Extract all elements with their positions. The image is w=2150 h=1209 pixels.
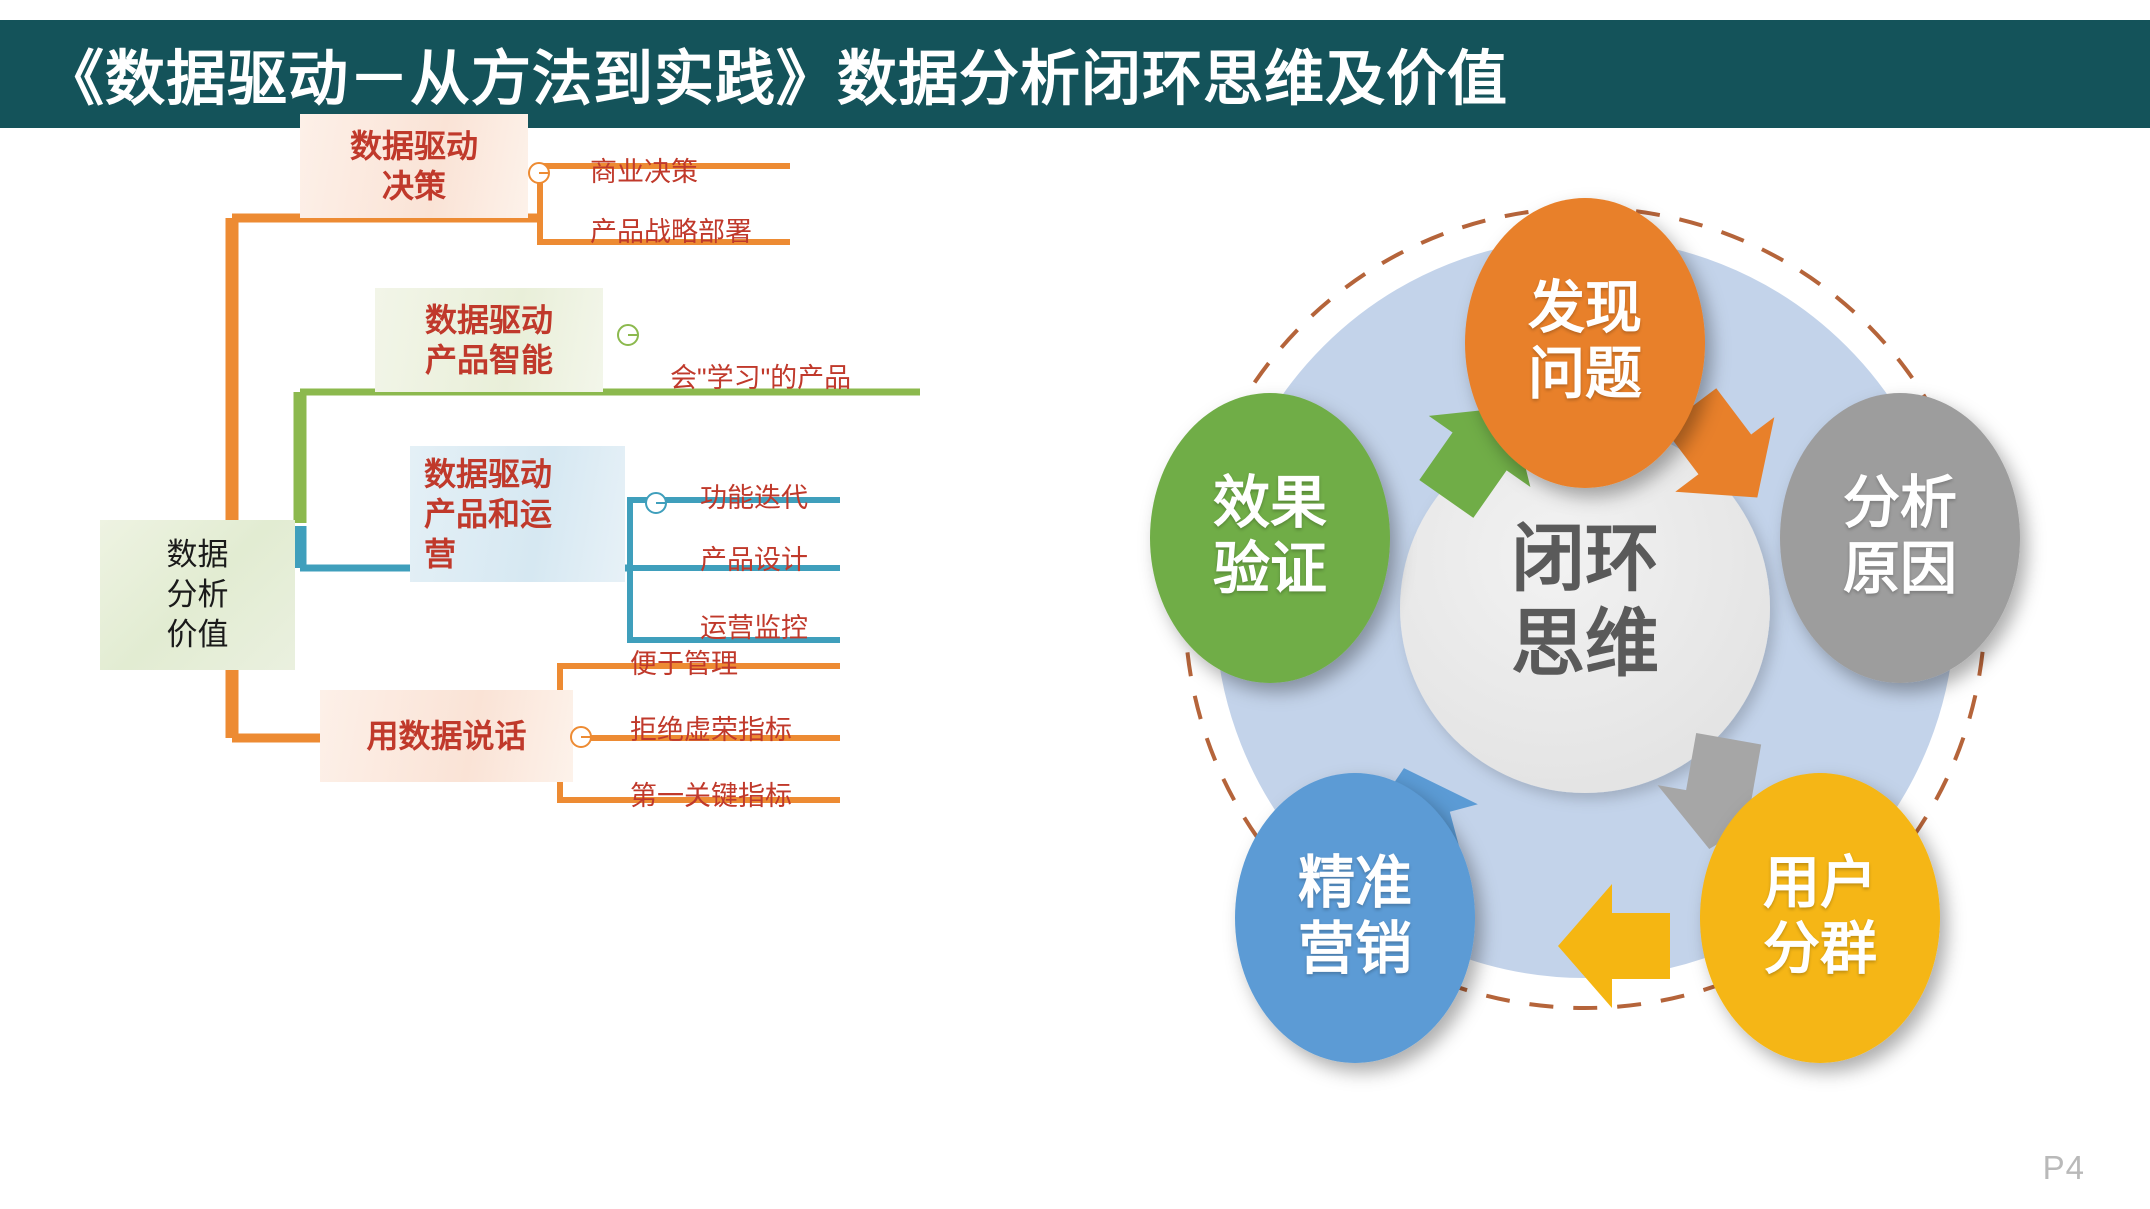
cycle-node-precise-marketing[interactable] (1235, 773, 1475, 1063)
mindmap-branch-node-3[interactable]: 数据驱动 产品和运 营 (410, 446, 625, 582)
cycle-node-user-segmentation[interactable] (1700, 773, 1940, 1063)
connector-leaf-3-1 (627, 497, 840, 568)
mindmap-branch-label-4: 用数据说话 (366, 718, 527, 754)
mindmap-leaf-4-3[interactable]: 第一关键指标 (630, 781, 792, 811)
page-title: 《数据驱动－从方法到实践》数据分析闭环思维及价值 (44, 45, 1508, 113)
connector-leaf-3-3 (627, 568, 840, 643)
mindmap-branch-label-2: 数据驱动 产品智能 (424, 302, 553, 378)
cycle-graphics (1150, 198, 2020, 1063)
mindmap-leaf-2-1[interactable]: 会"学习"的产品 (670, 363, 852, 393)
mindmap-leaf-1-2[interactable]: 产品战略部署 (590, 217, 752, 247)
collapse-minus-icon[interactable] (570, 726, 592, 748)
mindmap-leaf-4-2[interactable]: 拒绝虚荣指标 (630, 715, 792, 745)
mindmap-branch-label-3: 数据驱动 产品和运 营 (424, 456, 553, 572)
mindmap-branch-node-1[interactable]: 数据驱动 决策 (300, 114, 528, 218)
minus-glyph (628, 334, 637, 336)
collapse-minus-icon[interactable] (617, 324, 639, 346)
mindmap-diagram: 数据 分析 价值 数据驱动 决策 商业决策 产品战略部署 数据驱动 产品智能 会… (0, 114, 1020, 1209)
mindmap-leaf-4-1[interactable]: 便于管理 (630, 649, 738, 679)
mindmap-branch-node-2[interactable]: 数据驱动 产品智能 (375, 288, 603, 392)
mindmap-branch-label-1: 数据驱动 决策 (349, 128, 478, 204)
connector-leaf-1-2 (537, 218, 790, 245)
minus-glyph (539, 172, 548, 174)
title-bar: 《数据驱动－从方法到实践》数据分析闭环思维及价值 (0, 20, 2150, 128)
collapse-minus-icon[interactable] (528, 162, 550, 184)
mindmap-root-node[interactable]: 数据 分析 价值 (100, 520, 295, 670)
minus-glyph (656, 502, 665, 504)
yellow-arrow-bottom (1558, 884, 1670, 1008)
minus-glyph (581, 736, 590, 738)
cycle-node-effect-validation[interactable] (1150, 393, 1390, 683)
mindmap-branch-node-4[interactable]: 用数据说话 (320, 690, 573, 782)
closed-loop-cycle-diagram: 发现 问题 分析 原因 用户 分群 精准 营销 效果 验证 闭环 思维 (1020, 128, 2150, 1209)
slide-content: 数据 分析 价值 数据驱动 决策 商业决策 产品战略部署 数据驱动 产品智能 会… (0, 114, 2150, 1209)
mindmap-root-label: 数据 分析 价值 (166, 536, 229, 653)
cycle-center-circle (1400, 423, 1770, 793)
orange-arrow-top-right (1663, 388, 1775, 498)
collapse-minus-icon[interactable] (645, 492, 667, 514)
page-number: P4 (2042, 1149, 2085, 1186)
mindmap-leaf-3-3[interactable]: 运营监控 (700, 613, 808, 643)
cycle-node-analyze-cause[interactable] (1780, 393, 2020, 683)
mindmap-leaf-3-1[interactable]: 功能迭代 (700, 483, 808, 513)
mindmap-leaf-1-1[interactable]: 商业决策 (590, 157, 698, 187)
mindmap-leaf-3-2[interactable]: 产品设计 (700, 545, 808, 575)
cycle-node-discover-problem[interactable] (1465, 198, 1705, 488)
